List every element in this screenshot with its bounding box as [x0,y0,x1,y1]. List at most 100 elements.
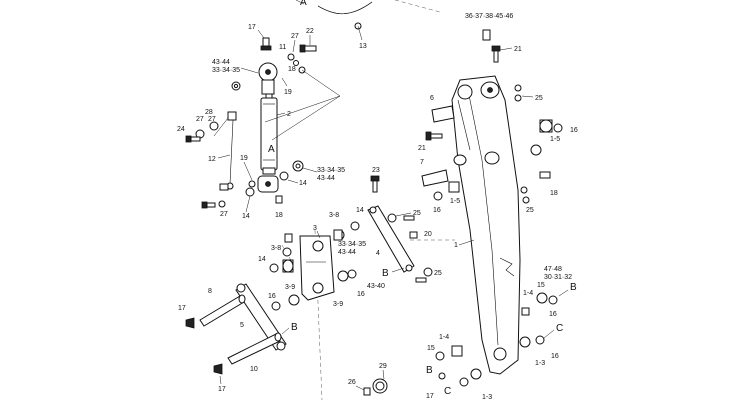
callout-1-3-bottom: 1-3 [482,394,492,400]
callout-36-37-38-45-46: 36·37·38·45·46 [465,13,513,20]
callout-25b: 25 [413,210,421,217]
washer-icon [433,191,443,201]
bushing-icon [337,270,349,282]
callout-25c: 25 [526,207,534,214]
callout-1-4-left: 1-4 [439,334,449,341]
bolt-icon [403,215,415,221]
callout-12: 12 [208,156,216,163]
reference-line-A [264,69,341,141]
washer-icon [372,378,388,394]
callout-19a: 19 [284,89,292,96]
washer-icon [279,171,289,181]
callout-16b: 16 [433,207,441,214]
callout-1-4-right: 1-4 [523,290,533,297]
pin-icon [199,294,246,327]
bushing-icon [448,181,460,193]
washer-icon [282,247,292,257]
callout-27a: 27 [291,33,299,40]
cylinder-icon [257,62,279,193]
washer-icon [269,263,279,273]
washer-icon [514,84,522,102]
bolt-icon [299,44,317,53]
washer-icon [387,213,397,223]
grease-nipple-icon [409,231,418,239]
grease-nipple-icon [284,233,293,243]
callout-10: 10 [250,366,258,373]
callout-23: 23 [372,167,380,174]
callout-25d: 25 [434,270,442,277]
callout-18a: 18 [288,66,296,73]
callout-24: 24 [177,126,185,133]
callout-A-top: A [300,0,307,8]
callout-30-31-32: 30·31·32 [544,274,572,281]
grease-nipple-icon [275,195,283,204]
bolt-icon [425,131,443,141]
callout-B-mid: B [382,268,389,279]
callout-2: 2 [287,111,291,118]
bushing-icon [519,336,531,348]
bushing-icon [245,187,255,197]
callout-39a: 3-9 [285,284,295,291]
washer-icon [553,123,563,133]
callout-14b: 14 [242,213,250,220]
pin-icon [421,169,449,187]
washer-icon [423,267,433,277]
callout-43-40: 43-40 [367,283,385,290]
grease-nipple-icon [482,29,491,41]
grease-nipple-icon [219,183,229,191]
grease-nipple-icon [539,171,551,179]
washer-icon [292,160,304,172]
callout-13: 13 [359,43,367,50]
washer-icon [350,221,360,231]
callout-14c: 14 [356,207,364,214]
callout-1-3-right: 1-3 [535,360,545,367]
callout-B-right: B [570,282,577,293]
callout-43-44b: 43·44 [317,175,335,182]
callout-16-mid: 16 [357,291,365,298]
bolt-icon [491,45,501,63]
link-icon [235,283,287,351]
callout-33-34-35a: 33·34·35 [212,67,240,74]
washer-icon [438,372,446,380]
callout-47-48: 47·48 [544,266,562,273]
boom-arm-icon [451,75,521,375]
callout-21b: 21 [418,145,426,152]
callout-29: 29 [379,363,387,370]
callout-27c: 27 [208,116,216,123]
grease-nipple-icon [185,317,195,329]
washer-icon [231,81,241,91]
callout-17c: 17 [218,386,226,393]
bushing-icon [530,144,542,156]
callout-17a: 17 [248,24,256,31]
callout-25a: 25 [535,95,543,102]
pin-icon [227,332,282,365]
callout-15a: 1-5 [550,136,560,143]
callout-16d: 16 [549,311,557,318]
callout-7: 7 [420,159,424,166]
callout-15b: 1-5 [450,198,460,205]
callout-20b: 20 [424,231,432,238]
hose-icon [317,1,373,41]
callout-B-bottom: B [426,365,433,376]
bushing-icon [470,368,482,380]
bushing-icon [333,229,345,241]
washer-icon [535,335,545,345]
bushing-icon [282,259,294,273]
callout-C-bottom: C [444,386,451,397]
callout-B-low: B [291,322,298,333]
callout-16c: 16 [268,293,276,300]
callout-19b: 19 [240,155,248,162]
callout-43-44a: 43·44 [212,59,230,66]
bushing-icon [451,345,463,357]
callout-38b: 3-8 [271,245,281,252]
callout-1: 1 [454,242,458,249]
callout-14a: 14 [299,180,307,187]
callout-18b: 18 [275,212,283,219]
callout-21a: 21 [514,46,522,53]
callout-15c: 15 [537,282,545,289]
bolt-icon [415,277,427,283]
callout-38a: 3-8 [329,212,339,219]
callout-15d: 15 [427,345,435,352]
washer-icon [248,180,256,188]
callout-27b: 27 [196,116,204,123]
